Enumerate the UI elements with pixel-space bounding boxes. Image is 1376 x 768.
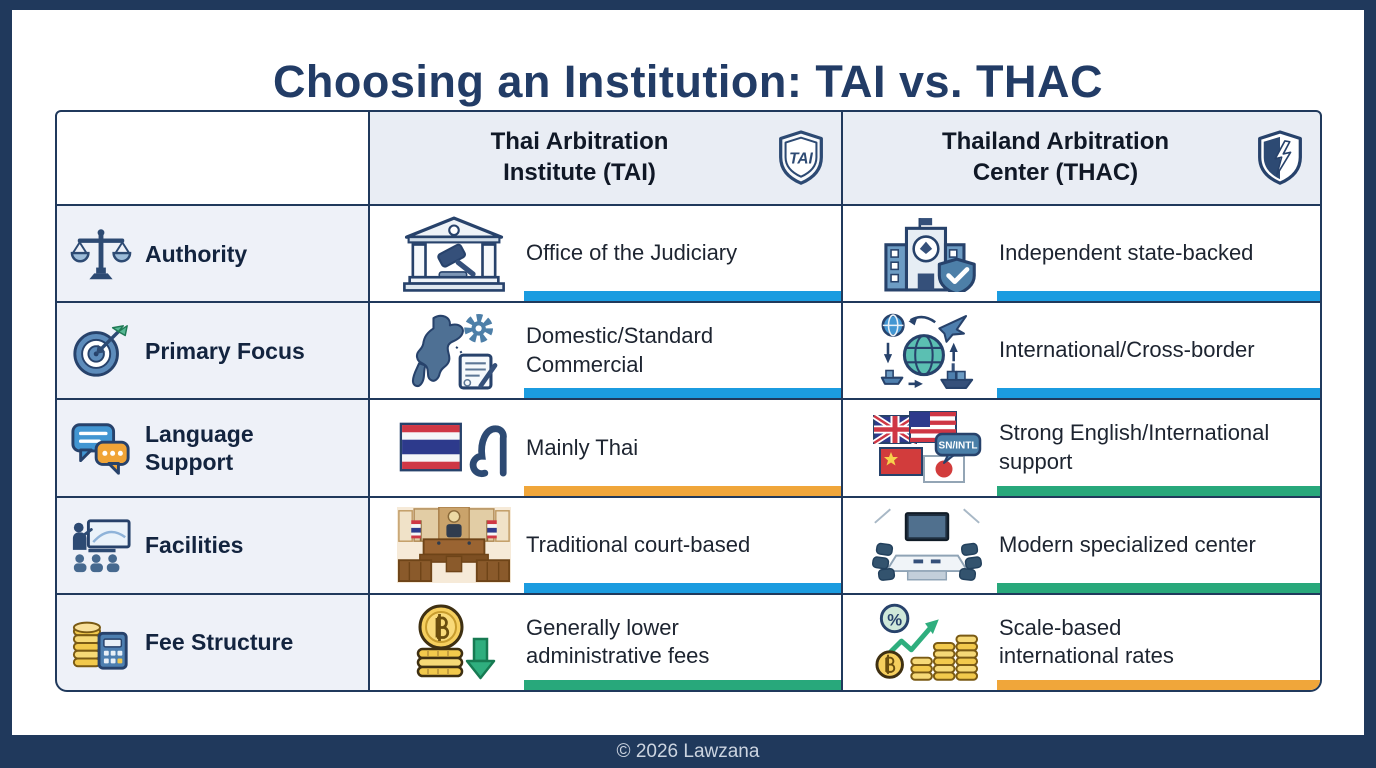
cell-text: International/Cross-border [999, 337, 1255, 363]
baht-coins-down-arrow-icon [416, 604, 496, 680]
row-facilities-label: Facilities [57, 497, 368, 593]
coins-calculator-icon [72, 622, 128, 670]
cell-text: Traditional court-based [526, 531, 751, 557]
courthouse-gavel-icon [403, 216, 505, 292]
cell-text: Scale-based international rates [999, 614, 1174, 669]
row-label-text: Language Support [145, 420, 254, 475]
cell-authority-thac: Independent state-backed [843, 206, 1320, 302]
infographic-page: Choosing an Institution: TAI vs. THAC Th… [12, 10, 1364, 735]
cell-text: Modern specialized center [999, 531, 1256, 557]
tai-header-label: Thai Arbitration Institute (TAI) [490, 128, 669, 186]
globe-trade-routes-icon [880, 313, 974, 389]
cell-primary-focus-tai: Domestic/Standard Commercial [370, 303, 841, 399]
scales-of-justice-icon [70, 228, 132, 279]
cell-text: Independent state-backed [999, 240, 1254, 266]
thac-header-label: Thailand Arbitration Center (THAC) [941, 128, 1170, 186]
cell-text: Generally lower administrative fees [526, 614, 710, 669]
cell-text: Office of the Judiciary [526, 240, 738, 266]
accent-bar [997, 291, 1320, 302]
cell-language-thac: SN/INTL Strong English/International sup… [843, 400, 1320, 496]
cell-facilities-thac: Modern specialized center [843, 497, 1320, 593]
thailand-map-gear-document-icon [411, 313, 498, 390]
international-flags-icon: SN/INTL [872, 410, 982, 483]
row-label-text: Authority [145, 240, 248, 267]
cell-authority-tai: Office of the Judiciary [370, 206, 841, 302]
column-header-tai: Thai Arbitration Institute (TAI) TAI [370, 112, 841, 204]
state-building-shield-icon [884, 217, 976, 292]
cell-fees-tai: ฿ [370, 594, 841, 690]
footer-copyright: © 2026 Lawzana [616, 740, 760, 762]
percent-growth-coins-icon: % [875, 604, 979, 682]
page-title: Choosing an Institution: TAI vs. THAC [272, 56, 1104, 108]
cell-facilities-tai: Traditional court-based [370, 497, 841, 593]
percent-symbol-text: % [887, 611, 902, 630]
accent-bar [997, 679, 1320, 690]
accent-bar [997, 485, 1320, 496]
tai-shield-icon: TAI [779, 130, 823, 185]
accent-bar [524, 582, 841, 593]
table-corner-cell [57, 112, 368, 204]
tai-badge-text: TAI [789, 151, 813, 168]
courtroom-icon [397, 507, 511, 584]
accent-bar [997, 582, 1320, 593]
accent-bar [524, 291, 841, 302]
cell-text: Mainly Thai [526, 434, 639, 460]
conference-room-icon [871, 508, 983, 582]
cell-text: Domestic/Standard Commercial [526, 323, 714, 377]
cell-text: Strong English/International support [999, 420, 1270, 474]
row-authority-label: Authority [57, 206, 368, 302]
chat-bubbles-icon [71, 423, 130, 475]
row-language-support-label: Language Support [57, 400, 368, 496]
row-primary-focus-label: Primary Focus [57, 303, 368, 399]
cell-primary-focus-thac: International/Cross-border [843, 303, 1320, 399]
accent-bar [524, 485, 841, 496]
row-fee-structure-label: Fee Structure [57, 594, 368, 690]
cell-language-tai: ส Mainly Thai [370, 400, 841, 496]
row-label-text: Facilities [145, 532, 244, 559]
thai-flag-letter-icon [399, 422, 507, 477]
accent-bar [997, 388, 1320, 399]
row-label-text: Primary Focus [145, 337, 305, 364]
comparison-table: Thai Arbitration Institute (TAI) TAI Tha… [55, 110, 1322, 692]
column-header-thac: Thailand Arbitration Center (THAC) [843, 112, 1320, 204]
intl-bubble-text: SN/INTL [939, 440, 978, 451]
presentation-room-icon [72, 519, 131, 573]
accent-bar [524, 679, 841, 690]
thac-shield-icon [1258, 130, 1302, 185]
cell-fees-thac: ฿ % [843, 594, 1320, 690]
accent-bar [524, 388, 841, 399]
row-label-text: Fee Structure [145, 629, 294, 656]
target-arrow-icon [73, 324, 128, 377]
